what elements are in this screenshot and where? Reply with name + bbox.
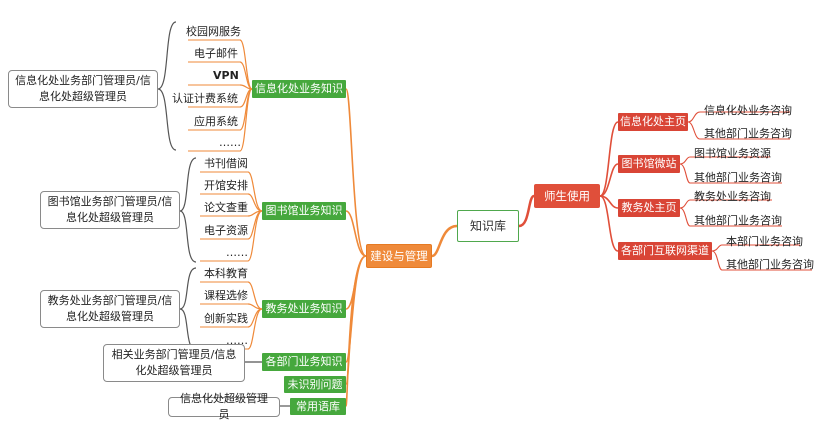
leaf-other-consult-4: 其他部门业务咨询 <box>726 258 814 272</box>
leaf-academic-consult: 教务处业务咨询 <box>694 190 771 204</box>
leaf-innovation: 创新实践 <box>204 312 248 326</box>
leaf-applications: 应用系统 <box>194 115 238 129</box>
leaf-plagiarism-check: 论文查重 <box>204 201 248 215</box>
leaf-vpn: VPN <box>213 69 239 83</box>
center-node: 知识库 <box>457 210 519 242</box>
leaf-other-consult-2: 其他部门业务咨询 <box>694 171 782 185</box>
owner-library: 图书馆业务部门管理员/信息化处超级管理员 <box>40 191 180 229</box>
branch-unrecognized: 未识别问题 <box>284 376 346 393</box>
branch-departments: 各部门业务知识 <box>262 353 346 371</box>
branch-academic-homepage: 教务处主页 <box>618 199 680 217</box>
branch-info-office: 信息化处业务知识 <box>252 80 346 98</box>
leaf-other-consult-1: 其他部门业务咨询 <box>704 127 792 141</box>
leaf-library-resources: 图书馆业务资源 <box>694 147 771 161</box>
owner-info-office: 信息化处业务部门管理员/信息化处超级管理员 <box>8 70 158 108</box>
leaf-undergrad: 本科教育 <box>204 267 248 281</box>
leaf-e-resources: 电子资源 <box>204 224 248 238</box>
leaf-campus-network: 校园网服务 <box>186 25 241 39</box>
owner-common-phrases: 信息化处超级管理员 <box>168 392 280 421</box>
leaf-borrowing: 书刊借阅 <box>204 157 248 171</box>
branch-internet-channels: 各部门互联网渠道 <box>618 242 712 260</box>
main-node-user-use: 师生使用 <box>534 184 600 208</box>
leaf-other-consult-3: 其他部门业务咨询 <box>694 214 782 228</box>
branch-library-microsite: 图书馆微站 <box>618 155 680 173</box>
leaf-course-selection: 课程选修 <box>204 289 248 303</box>
main-node-build-manage: 建设与管理 <box>366 244 432 268</box>
leaf-auth-billing: 认证计费系统 <box>172 92 238 106</box>
branch-common-phrases: 常用语库 <box>290 398 346 415</box>
leaf-opening-hours: 开馆安排 <box>204 179 248 193</box>
leaf-ellipsis-2: …… <box>226 246 248 260</box>
leaf-ellipsis-3: …… <box>226 334 248 348</box>
branch-academic: 教务处业务知识 <box>262 300 346 318</box>
branch-info-homepage: 信息化处主页 <box>618 113 688 131</box>
leaf-own-dept-consult: 本部门业务咨询 <box>726 235 803 249</box>
leaf-email: 电子邮件 <box>194 47 238 61</box>
branch-library: 图书馆业务知识 <box>262 202 346 220</box>
leaf-ellipsis-1: …… <box>219 136 241 150</box>
owner-departments: 相关业务部门管理员/信息化处超级管理员 <box>103 344 245 382</box>
owner-academic: 教务处业务部门管理员/信息化处超级管理员 <box>40 290 180 328</box>
leaf-info-consult: 信息化处业务咨询 <box>704 104 792 118</box>
